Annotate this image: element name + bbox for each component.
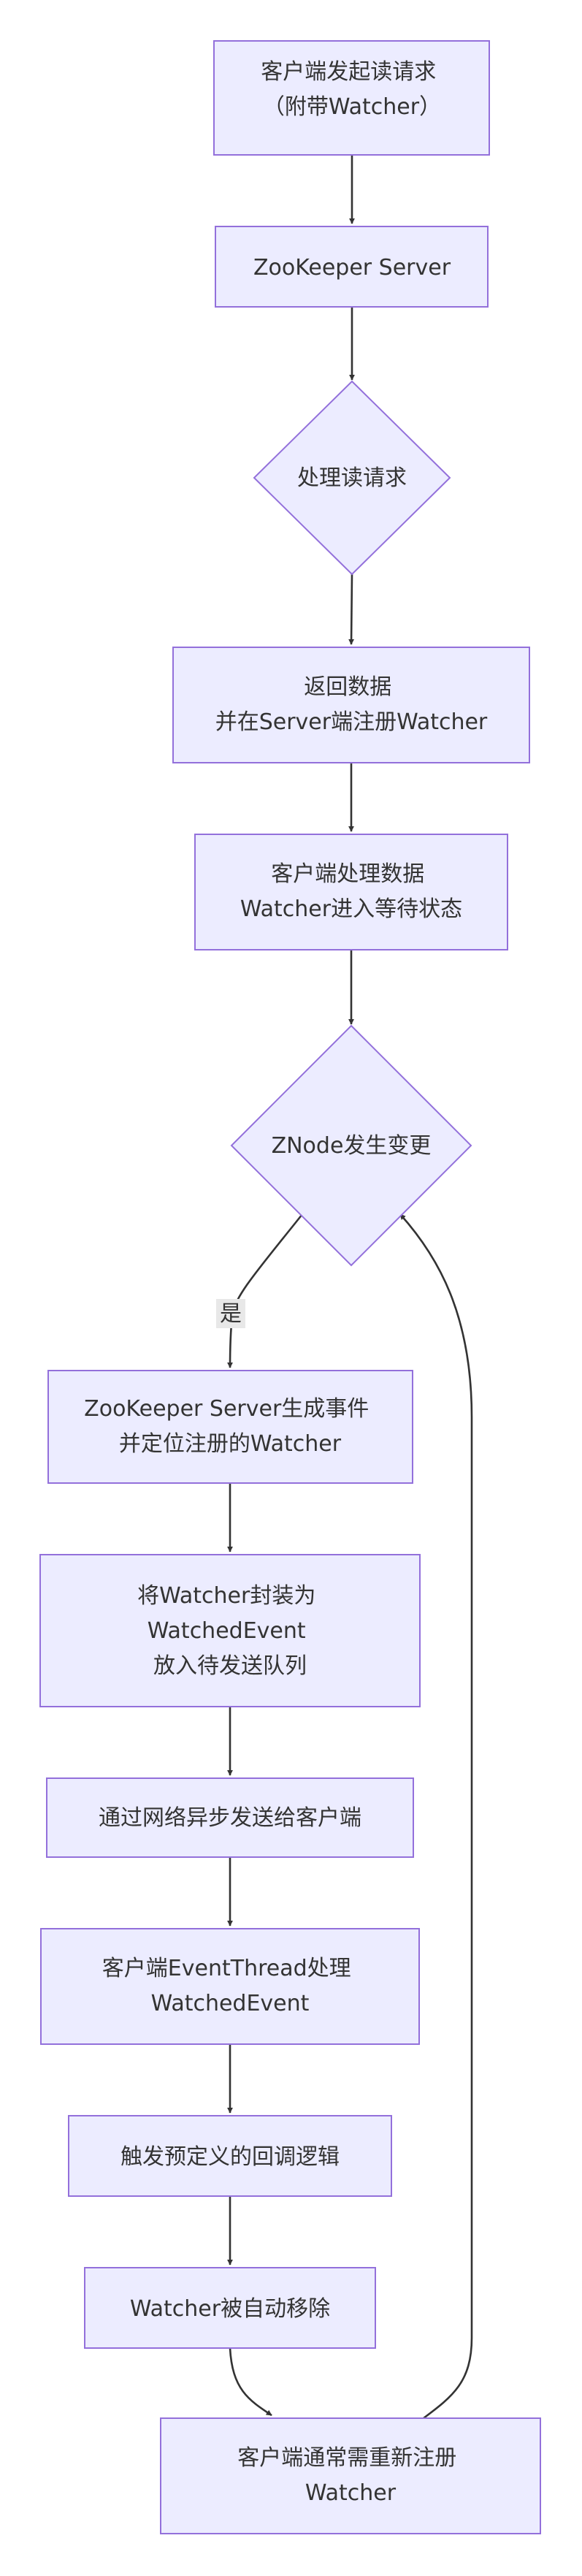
node-handle-request-text: 处理读请求 <box>297 465 407 491</box>
node-watcher-removed: Watcher被自动移除 <box>84 2267 376 2349</box>
node-re-register-line-2: Watcher <box>305 2480 397 2506</box>
edge-znode-change-to-generate-event <box>227 1213 304 1368</box>
svg-text:ZooKeeper Server生成事件 并定位: ZooKeeper Server生成事件 并定位注册的Watcher <box>84 1396 376 1457</box>
node-generate-event: ZooKeeper Server生成事件 并定位注册的Watcher <box>47 1370 413 1484</box>
svg-text:将Watcher封装为 WatchedEvent: 将Watcher封装为 WatchedEvent 放入待发送队列 <box>137 1583 323 1679</box>
node-client-request-line-1: 客户端发起读请求 <box>261 59 436 85</box>
node-send-async-text: 通过网络异步发送给客户端 <box>99 1805 361 1831</box>
node-wrap-event-line-1: 将Watcher封装为 <box>137 1583 315 1609</box>
node-generate-event-line-2: 并定位注册的Watcher <box>119 1431 342 1457</box>
node-handle-request: 处理读请求 <box>253 380 451 576</box>
svg-text:客户端发起读请求 （附带Watcher）: 客户端发起读请求 （附带Watcher） <box>261 59 443 120</box>
node-event-thread: 客户端EventThread处理 WatchedEvent <box>40 1928 420 2045</box>
svg-text:客户端通常需重新注册 Watcher: 客户端通常需重新注册 Watcher <box>237 2445 464 2506</box>
edge-re-register-to-znode-change <box>399 1213 473 2420</box>
node-watcher-removed-text: Watcher被自动移除 <box>130 2296 330 2322</box>
node-trigger-callback: 触发预定义的回调逻辑 <box>68 2115 392 2197</box>
node-wrap-event-line-2: WatchedEvent <box>148 1618 306 1644</box>
node-return-data-line-2: 并在Server端注册Watcher <box>215 709 488 735</box>
edge-watcher-removed-to-re-register <box>229 2347 272 2417</box>
node-client-request: 客户端发起读请求 （附带Watcher） <box>213 40 490 156</box>
edge-handle-request-to-return-data <box>348 573 355 645</box>
node-zk-server-text: ZooKeeper Server <box>253 255 451 281</box>
node-event-thread-line-2: WatchedEvent <box>151 1991 310 2016</box>
svg-text:返回数据 并在Server端注册Watcher: 返回数据 并在Server端注册Watcher <box>215 674 488 735</box>
node-return-data-line-1: 返回数据 <box>304 674 391 700</box>
node-client-process: 客户端处理数据 Watcher进入等待状态 <box>194 834 508 950</box>
node-re-register-line-1: 客户端通常需重新注册 <box>237 2445 456 2471</box>
edge-label-yes-text: 是 <box>220 1301 242 1327</box>
node-generate-event-line-1: ZooKeeper Server生成事件 <box>84 1396 369 1422</box>
node-send-async: 通过网络异步发送给客户端 <box>46 1777 414 1858</box>
node-return-data: 返回数据 并在Server端注册Watcher <box>172 647 530 763</box>
node-znode-change: ZNode发生变更 <box>230 1024 472 1267</box>
node-client-request-line-2: （附带Watcher） <box>263 94 441 120</box>
node-client-process-line-1: 客户端处理数据 <box>271 861 424 887</box>
node-re-register: 客户端通常需重新注册 Watcher <box>160 2417 541 2534</box>
node-zk-server: ZooKeeper Server <box>215 226 489 308</box>
node-wrap-event-line-3: 放入待发送队列 <box>153 1653 307 1679</box>
node-trigger-callback-text: 触发预定义的回调逻辑 <box>120 2144 340 2170</box>
node-client-process-line-2: Watcher进入等待状态 <box>240 896 462 922</box>
node-event-thread-line-1: 客户端EventThread处理 <box>102 1956 351 1981</box>
svg-text:客户端处理数据 Watcher进入等待状态: 客户端处理数据 Watcher进入等待状态 <box>240 861 462 922</box>
edge-label-yes: 是 <box>216 1299 245 1328</box>
svg-text:客户端EventThread处理 Watched: 客户端EventThread处理 WatchedEvent <box>102 1956 358 2016</box>
node-znode-change-text: ZNode发生变更 <box>272 1133 432 1159</box>
node-wrap-event: 将Watcher封装为 WatchedEvent 放入待发送队列 <box>39 1554 421 1707</box>
